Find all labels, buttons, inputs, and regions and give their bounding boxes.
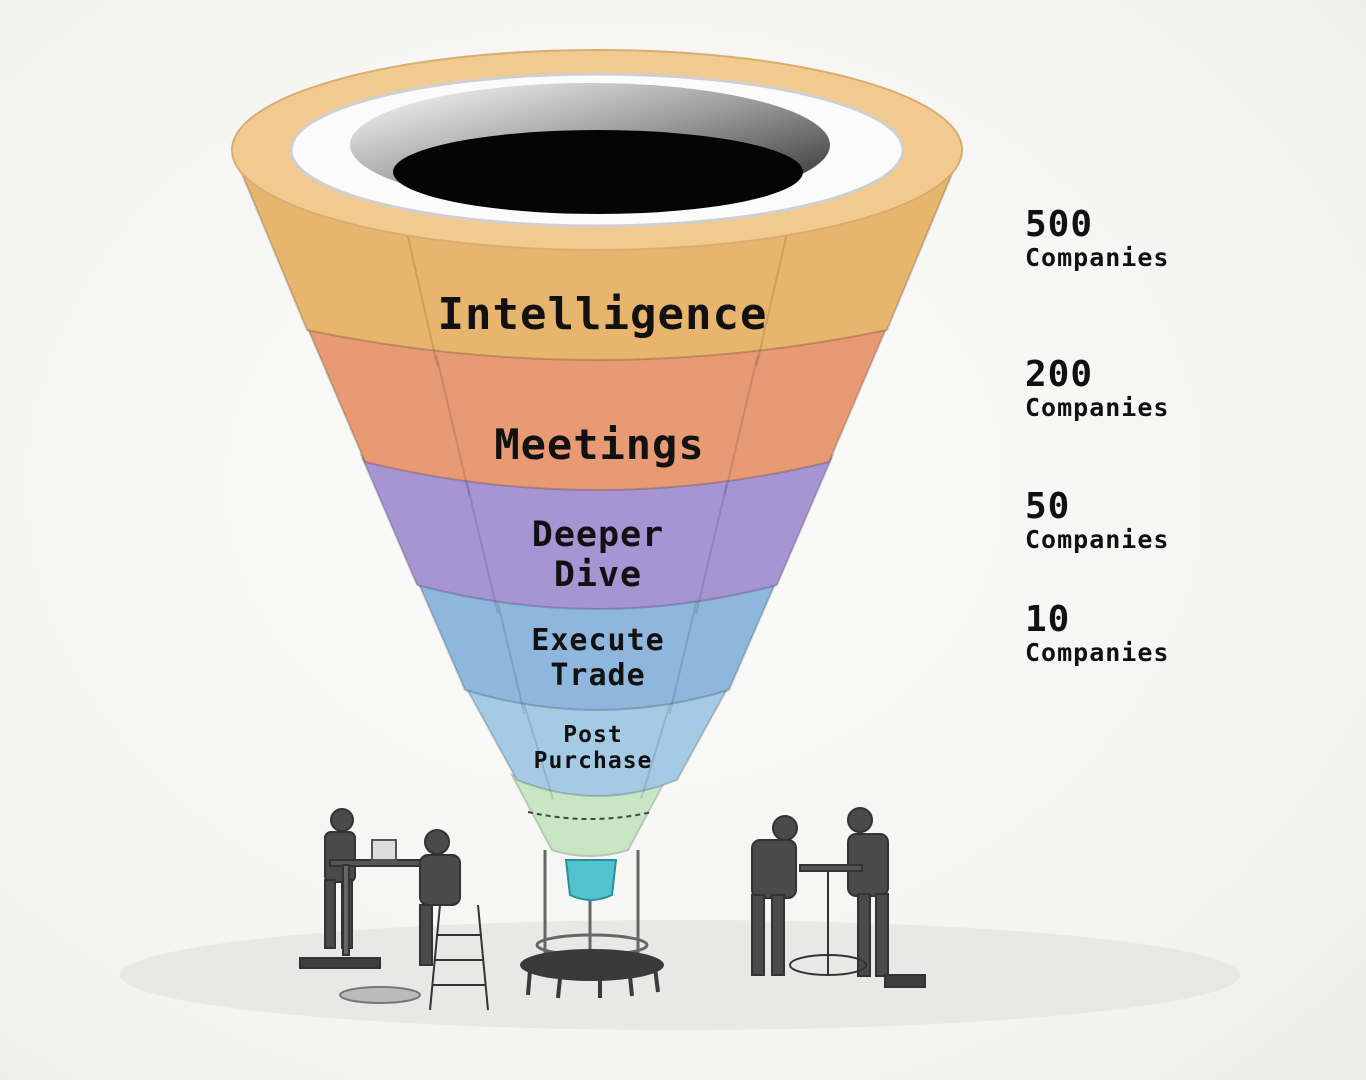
stage-label-post-purchase: Post Purchase — [533, 722, 653, 775]
stage-label-execute-trade: Execute Trade — [531, 623, 665, 693]
left-workers — [299, 808, 489, 1011]
count-10: 10 Companies — [1025, 601, 1169, 666]
count-unit: Companies — [1025, 637, 1170, 667]
stage-label-deeper-dive: Deeper Dive — [531, 515, 665, 596]
stand-legs — [526, 967, 660, 999]
right-workers — [751, 807, 926, 988]
funnel-band-facet — [668, 598, 699, 715]
stage-label-intelligence: Intelligence — [437, 289, 768, 340]
count-value: 50 — [1025, 486, 1071, 527]
funnel-band-facet — [495, 598, 526, 715]
stand-base — [520, 949, 664, 981]
funnel-band-facet — [522, 700, 554, 800]
funnel-band-facet — [466, 483, 499, 615]
funnel-spout-dashline — [527, 811, 653, 820]
count-unit: Companies — [1025, 392, 1170, 422]
stage-label-meetings: Meetings — [494, 420, 705, 469]
funnel-band-facet — [695, 483, 728, 615]
funnel-nozzle — [564, 859, 618, 901]
count-unit: Companies — [1025, 242, 1170, 272]
count-200: 200 Companies — [1025, 356, 1169, 421]
count-value: 500 — [1025, 204, 1094, 245]
funnel-opening-dark — [393, 130, 803, 214]
count-value: 200 — [1025, 354, 1094, 395]
count-500: 500 Companies — [1025, 206, 1169, 271]
count-unit: Companies — [1025, 524, 1170, 554]
funnel-band-facet — [640, 700, 672, 800]
ground-shadow — [120, 920, 1240, 1030]
count-50: 50 Companies — [1025, 488, 1169, 553]
count-value: 10 — [1025, 599, 1071, 640]
funnel-band-facet — [723, 355, 759, 496]
funnel-band-facet — [435, 355, 471, 496]
